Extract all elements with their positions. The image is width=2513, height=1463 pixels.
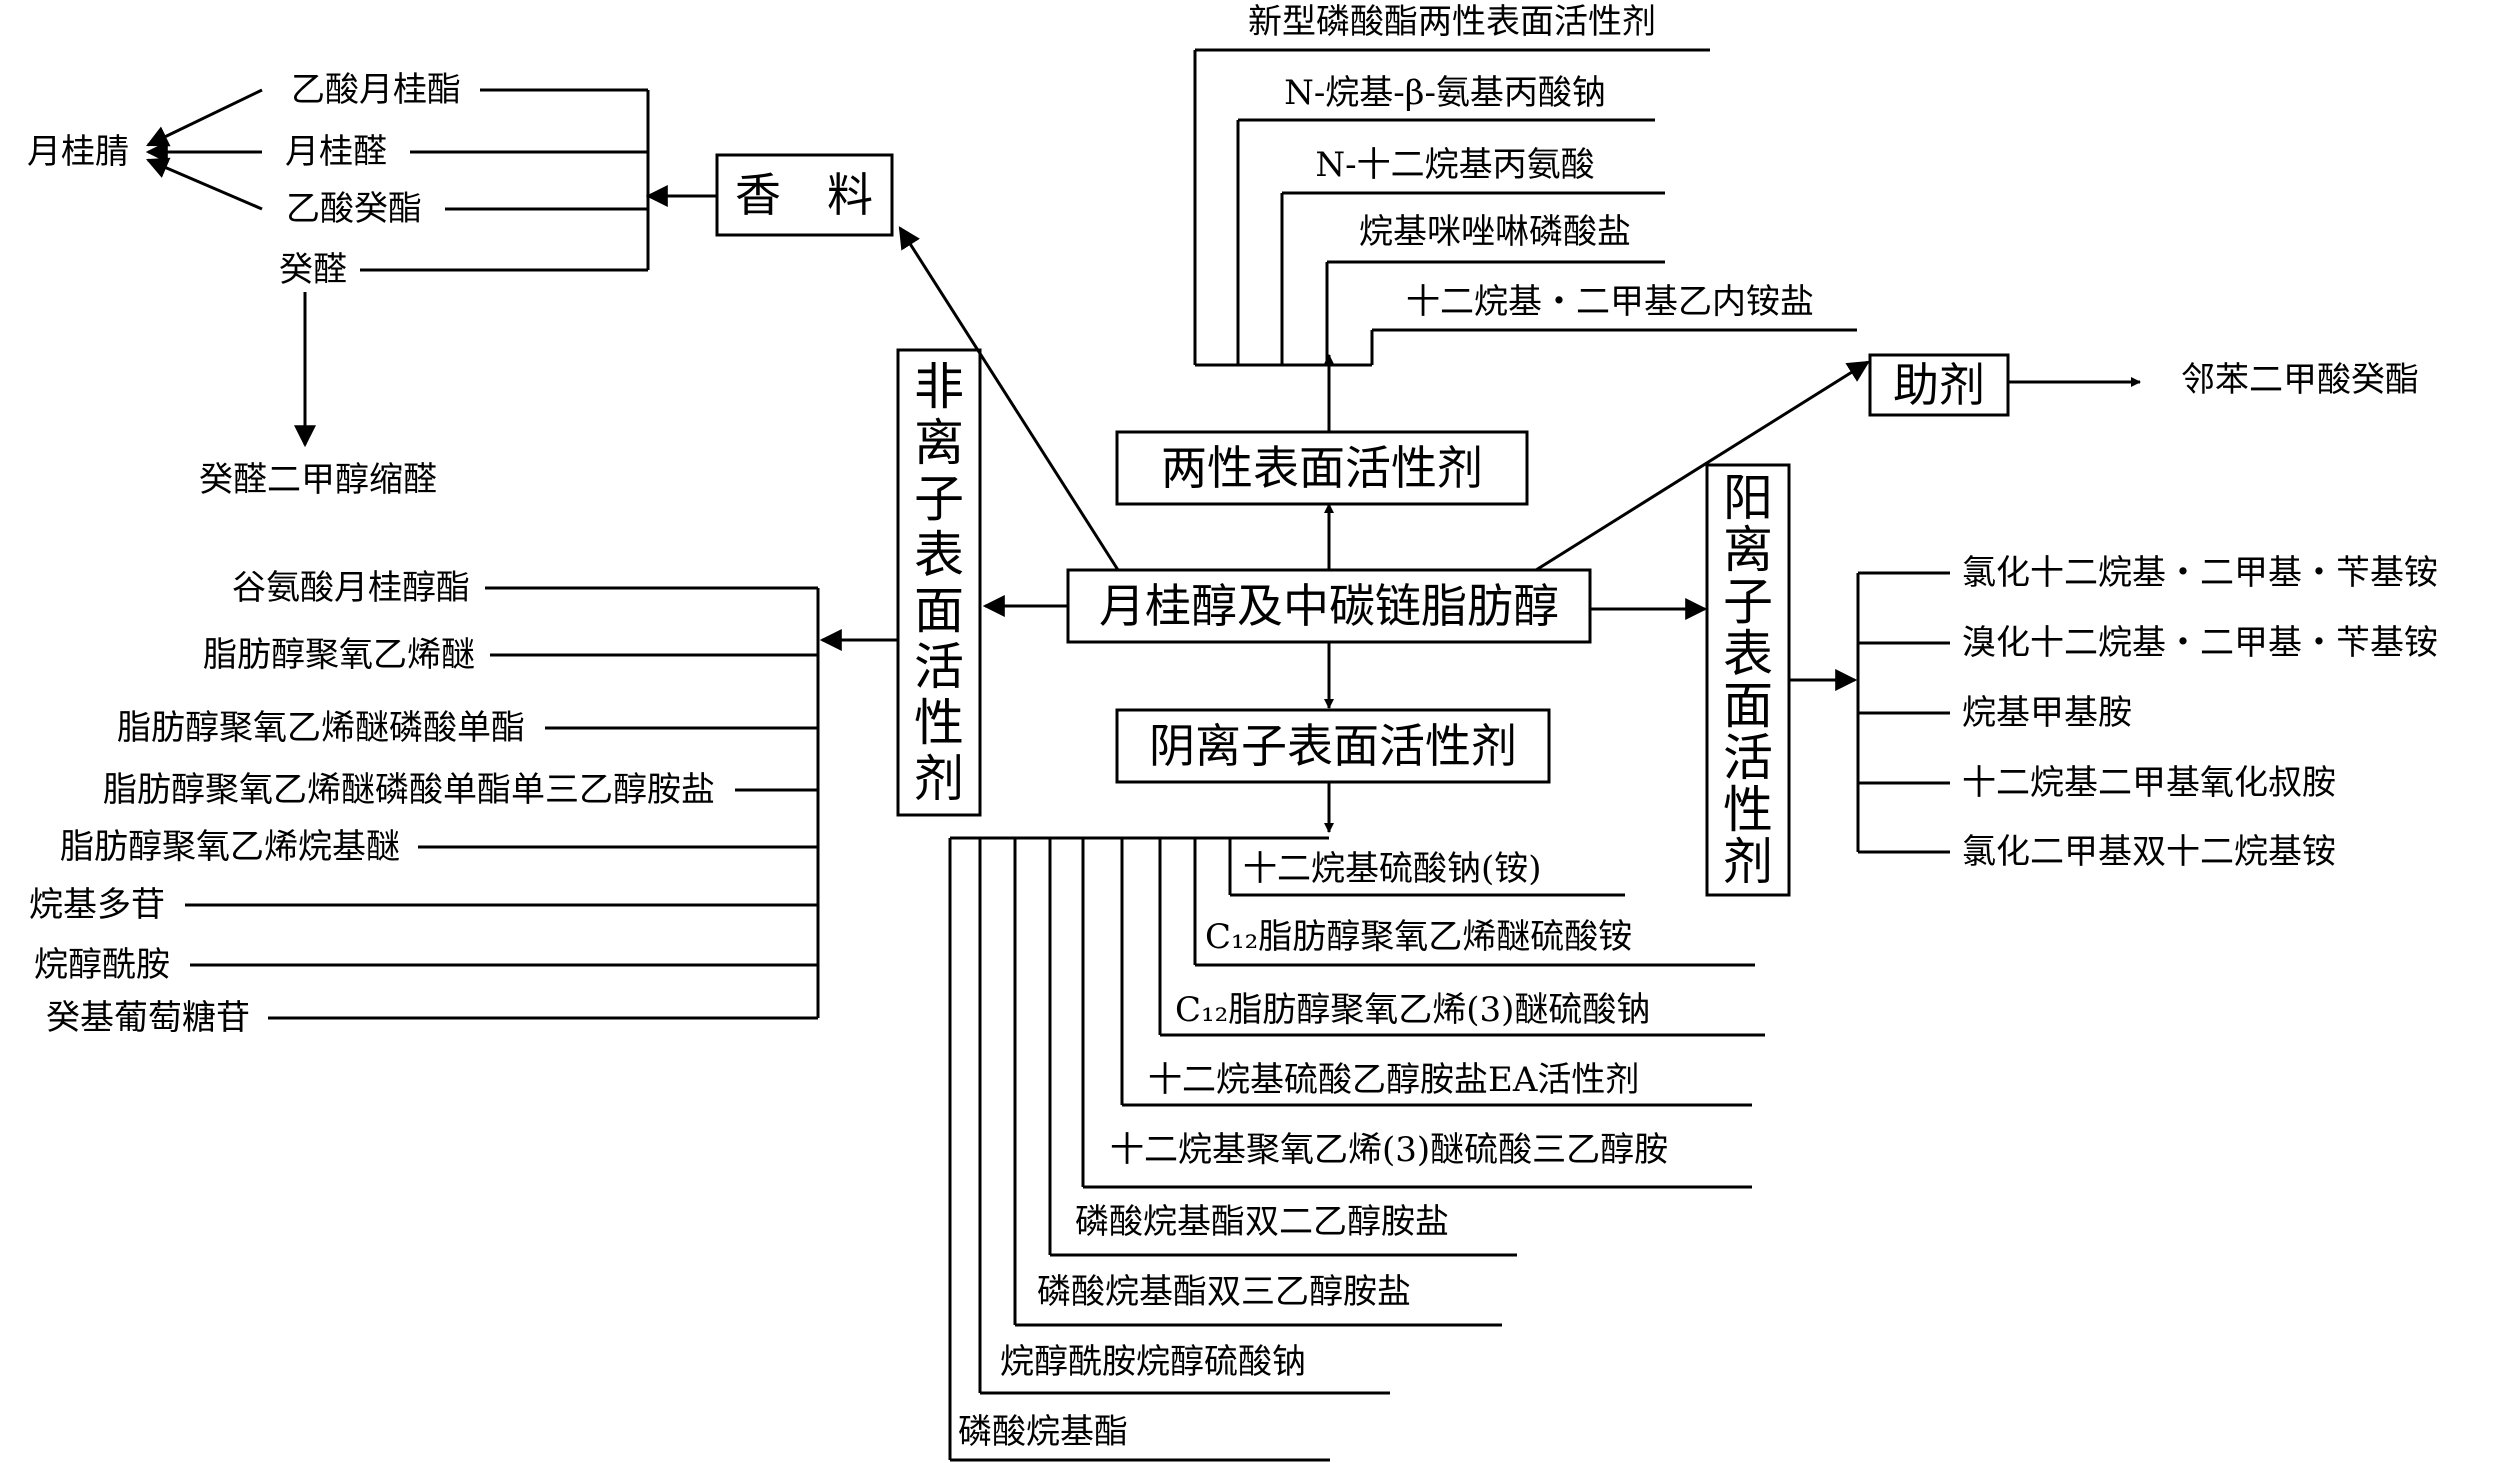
cationic-item: 十二烷基二甲基氧化叔胺 — [1962, 763, 2336, 803]
amphoteric-item: 烷基咪唑啉磷酸盐 — [1359, 212, 1631, 252]
nonionic-box-char: 活 — [914, 638, 964, 696]
amphoteric-item: N-烷基-β-氨基丙酸钠 — [1284, 73, 1606, 113]
amphoteric-item: N-十二烷基丙氨酸 — [1315, 145, 1594, 185]
fragrance-box-label: 香 料 — [735, 168, 873, 222]
anionic-item: C₁₂脂肪醇聚氧乙烯(3)醚硫酸钠 — [1175, 990, 1650, 1030]
nonionic-item: 烷基多苷 — [29, 885, 165, 925]
additive-box-label: 助剂 — [1893, 358, 1985, 412]
nonionic-box-char: 非 — [914, 358, 964, 416]
cationic-box-char: 离 — [1723, 521, 1773, 579]
nonionic-item: 脂肪醇聚氧乙烯烷基醚 — [60, 827, 400, 867]
cationic-box-char: 剂 — [1723, 833, 1773, 891]
nonionic-box-char: 子 — [914, 470, 964, 528]
nonionic-box-char: 表 — [914, 526, 964, 584]
fragrance-nitrile: 月桂腈 — [27, 132, 129, 172]
anionic-item: 十二烷基聚氧乙烯(3)醚硫酸三乙醇胺 — [1110, 1130, 1668, 1170]
cationic-item: 烷基甲基胺 — [1962, 693, 2132, 733]
fragrance-item: 月桂醛 — [285, 132, 387, 172]
arrow-to-nitrile-3 — [145, 157, 263, 211]
cationic-box-char: 面 — [1723, 677, 1773, 735]
additive-item: 邻苯二甲酸癸酯 — [2181, 360, 2419, 400]
anionic-item: 磷酸烷基酯 — [958, 1412, 1128, 1452]
cationic-item: 氯化十二烷基・二甲基・苄基铵 — [1962, 553, 2438, 593]
cationic-box-char: 子 — [1723, 573, 1773, 631]
cationic-item: 氯化二甲基双十二烷基铵 — [1962, 832, 2336, 872]
nonionic-box — [896, 348, 982, 817]
nonionic-item: 脂肪醇聚氧乙烯醚 — [203, 635, 475, 675]
nonionic-item: 脂肪醇聚氧乙烯醚磷酸单酯 — [117, 708, 525, 748]
center-to-fragrance-arrow — [898, 226, 1120, 571]
anionic-box-label: 阴离子表面活性剂 — [1149, 719, 1517, 773]
anionic-item: 磷酸烷基酯双二乙醇胺盐 — [1075, 1202, 1449, 1242]
nonionic-item: 谷氨酸月桂醇酯 — [232, 568, 470, 608]
amphoteric-item: 十二烷基・二甲基乙内铵盐 — [1406, 282, 1814, 322]
fragrance-item: 癸醛 — [279, 250, 347, 290]
amphoteric-box-label: 两性表面活性剂 — [1161, 441, 1483, 495]
cationic-item: 溴化十二烷基・二甲基・苄基铵 — [1962, 623, 2438, 663]
cationic-box-char: 活 — [1723, 729, 1773, 787]
nonionic-item: 癸基葡萄糖苷 — [46, 998, 250, 1038]
center-label: 月桂醇及中碳链脂肪醇 — [1099, 579, 1559, 633]
nonionic-box-char: 剂 — [914, 750, 964, 808]
fragrance-acetal: 癸醛二甲醇缩醛 — [199, 460, 437, 500]
anionic-item: 十二烷基硫酸乙醇胺盐EA活性剂 — [1148, 1060, 1639, 1100]
anionic-item: C₁₂脂肪醇聚氧乙烯醚硫酸铵 — [1205, 917, 1632, 957]
additive-box — [1868, 353, 2010, 417]
fragrance-item: 乙酸癸酯 — [286, 189, 422, 229]
nonionic-box-char: 离 — [914, 414, 964, 472]
cationic-box-char: 性 — [1723, 781, 1773, 839]
anionic-item: 烷醇酰胺烷醇硫酸钠 — [1000, 1342, 1306, 1382]
anionic-item: 磷酸烷基酯双三乙醇胺盐 — [1037, 1272, 1411, 1312]
anionic-box — [1115, 708, 1551, 784]
cationic-box-char: 表 — [1723, 625, 1773, 683]
arrow-to-nitrile-1 — [146, 88, 263, 147]
nonionic-box-char: 性 — [914, 694, 964, 752]
nonionic-box-char: 面 — [914, 582, 964, 640]
cationic-box-char: 阳 — [1723, 469, 1773, 527]
amphoteric-item: 新型磷酸酯两性表面活性剂 — [1248, 2, 1656, 42]
nonionic-item: 脂肪醇聚氧乙烯醚磷酸单酯单三乙醇胺盐 — [103, 770, 715, 810]
nonionic-item: 烷醇酰胺 — [34, 945, 170, 985]
fragrance-item: 乙酸月桂酯 — [291, 70, 461, 110]
amphoteric-box — [1115, 430, 1529, 506]
anionic-item: 十二烷基硫酸钠(铵) — [1243, 849, 1542, 889]
center-to-additive-arrow — [1535, 360, 1870, 572]
